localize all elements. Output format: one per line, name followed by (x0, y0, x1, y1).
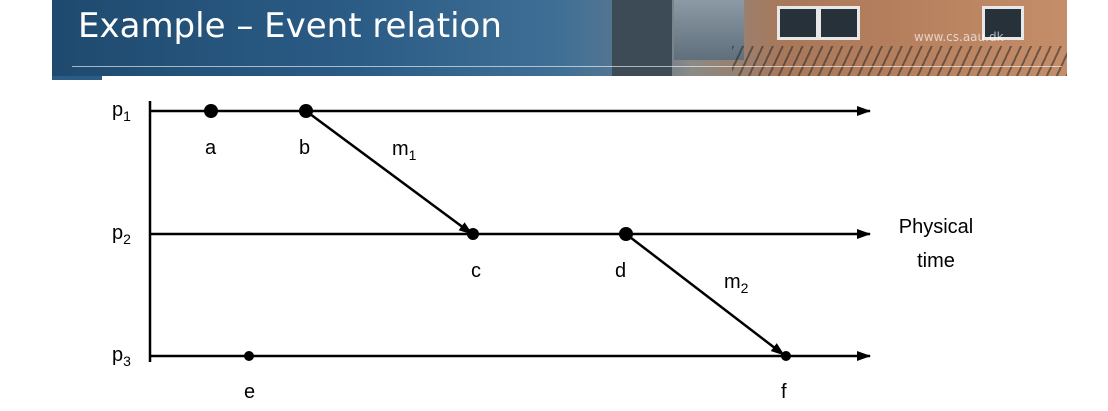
event-dot-a (204, 104, 218, 118)
slide-title: Example – Event relation (78, 6, 502, 46)
banner-photo-window (818, 6, 860, 40)
time-label-line2: time (917, 250, 955, 272)
message-arrow-m2 (625, 233, 785, 356)
message-label-m2: m2 (724, 271, 749, 296)
banner-photo-bikes (732, 46, 1067, 76)
process-label-p3: p3 (112, 344, 131, 369)
event-dot-c (467, 228, 479, 240)
event-label-a: a (205, 137, 217, 159)
event-dot-e (244, 351, 254, 361)
banner-rule (72, 66, 1062, 67)
banner-photo-window (777, 6, 819, 40)
process-label-p2: p2 (112, 222, 131, 247)
event-dot-d (619, 227, 633, 241)
banner-accent (52, 76, 102, 80)
banner-photo-door (612, 0, 672, 76)
header-banner: Example – Event relation www.cs.aau.dk (52, 0, 1067, 76)
message-arrow-m1 (305, 109, 473, 236)
event-label-b: b (299, 137, 310, 159)
process-label-p1: p1 (112, 99, 131, 124)
event-dot-b (299, 104, 313, 118)
event-label-e: e (244, 381, 255, 403)
event-label-d: d (615, 260, 626, 282)
event-label-f: f (781, 381, 787, 403)
event-label-c: c (471, 260, 481, 282)
site-url: www.cs.aau.dk (914, 30, 1004, 44)
banner-photo-window (982, 6, 1024, 40)
message-label-m1: m1 (392, 138, 417, 163)
time-label-line1: Physical (899, 216, 973, 238)
event-dot-f (781, 351, 791, 361)
